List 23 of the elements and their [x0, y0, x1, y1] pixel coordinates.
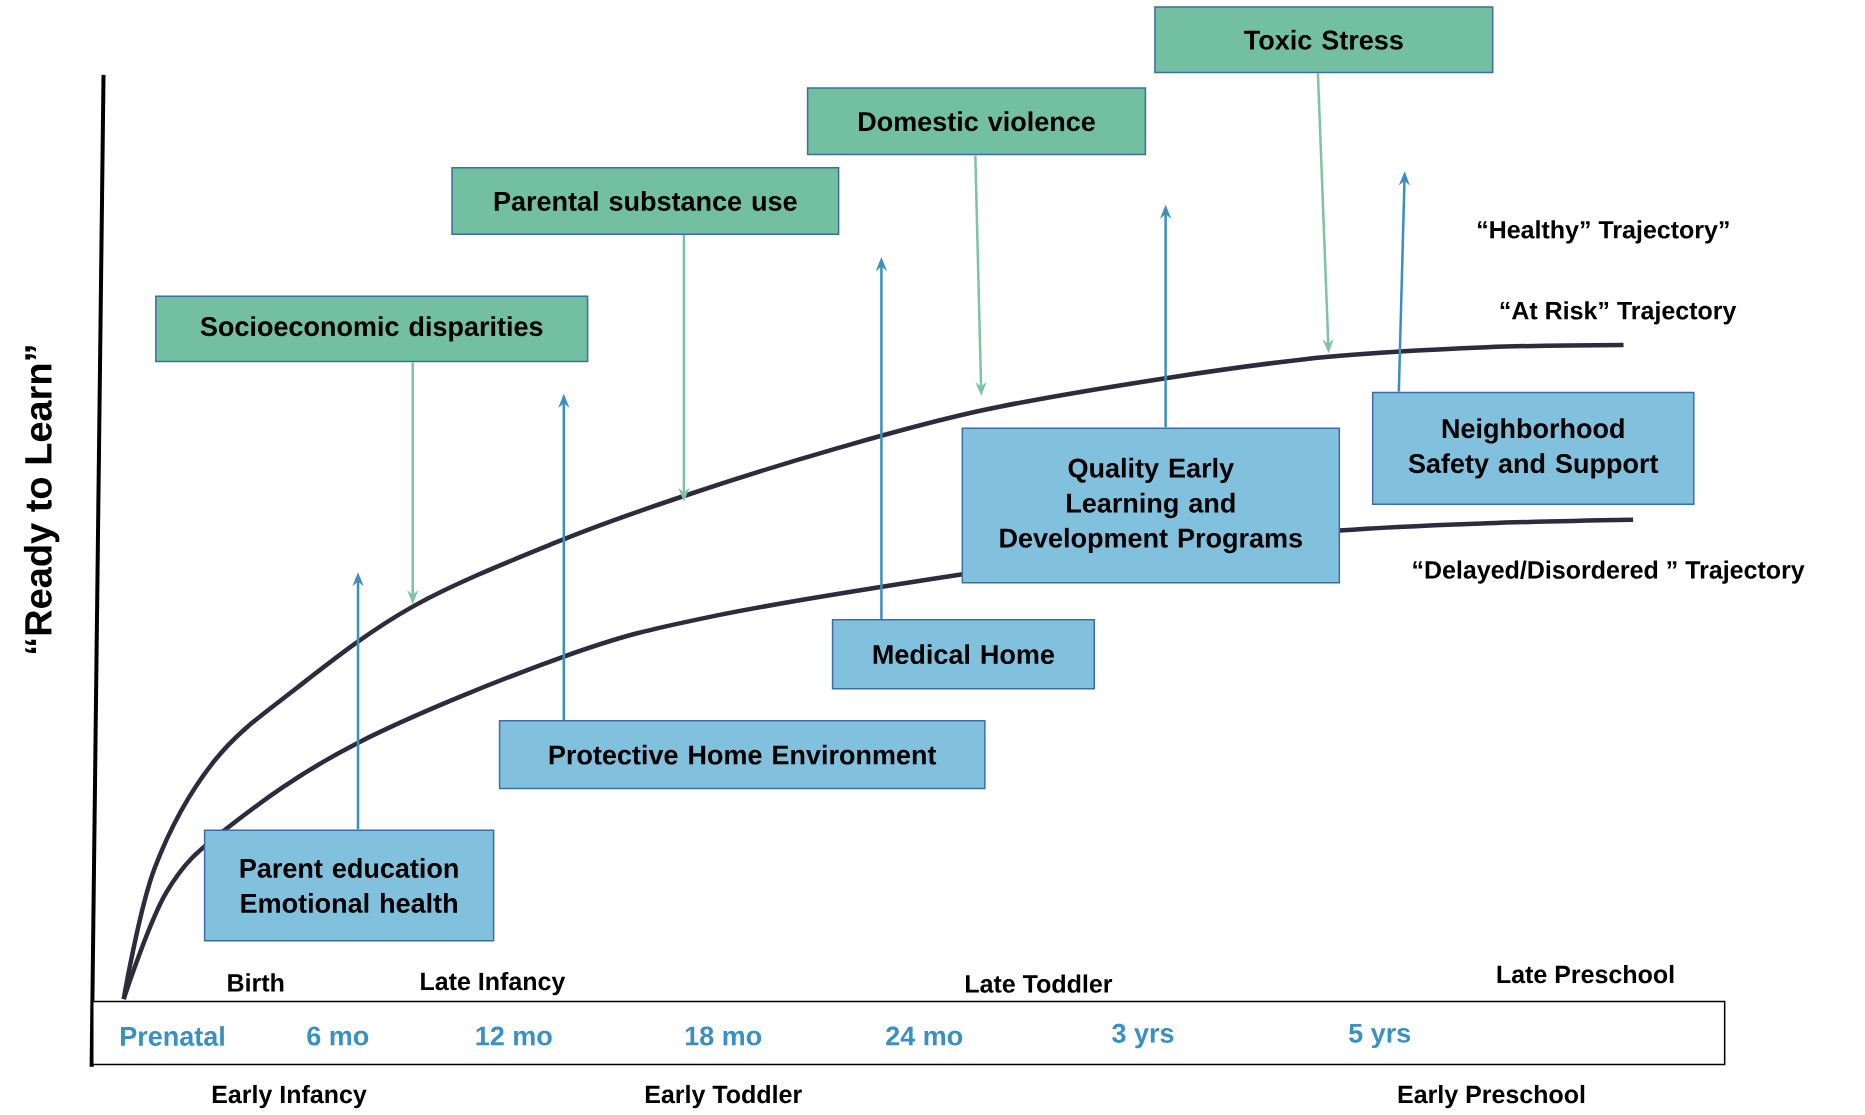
age-label: 6 mo [307, 1026, 369, 1046]
risk-factor-box: Parental substance use [451, 166, 840, 236]
risk-factor-box: Socioeconomic disparities [155, 295, 589, 363]
timeline-bar [92, 1000, 1726, 1066]
support-box: Parent education Emotional health [203, 829, 495, 942]
age-label: 12 mo [476, 1026, 552, 1046]
stage-label: Late Infancy [421, 971, 566, 996]
age-label: Prenatal [121, 1026, 224, 1046]
trajectory-label: “Healthy” Trajectory” [1478, 220, 1729, 244]
risk-factor-box: Domestic violence [806, 87, 1147, 156]
stage-label: Birth [228, 973, 284, 992]
support-box: Quality Early Learning and Development Programs [961, 427, 1341, 584]
trajectory-label: “Delayed/Disordered ” Trajectory [1413, 560, 1805, 584]
age-label: 5 yrs [1349, 1023, 1411, 1049]
risk-factor-box: Toxic Stress [1154, 6, 1494, 74]
support-box: Medical Home [831, 618, 1095, 690]
age-label: 18 mo [685, 1026, 762, 1046]
axis-label: “Ready to Learn” [23, 346, 60, 654]
trajectory-label: “At Risk” Trajectory [1500, 301, 1737, 325]
support-box: Neighborhood Safety and Support [1371, 391, 1695, 506]
age-label: 24 mo [886, 1026, 963, 1046]
age-label: 3 yrs [1112, 1023, 1174, 1049]
support-box: Protective Home Environment [498, 720, 986, 790]
